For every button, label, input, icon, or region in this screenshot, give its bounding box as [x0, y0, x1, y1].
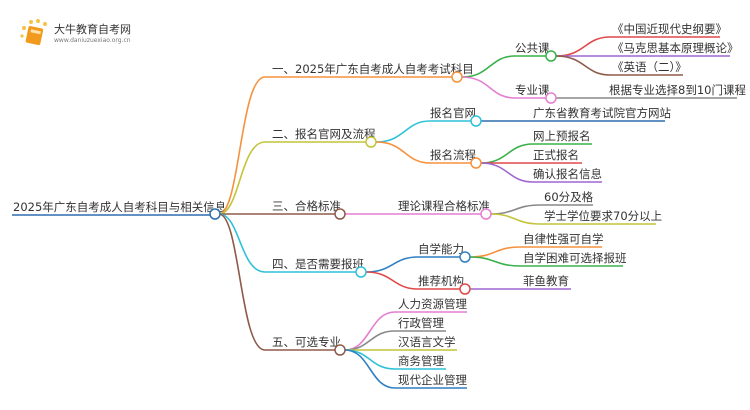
- branch-topic-5[interactable]: 五、可选专业: [272, 335, 341, 349]
- leaf-topic[interactable]: 自学困难可选择报班: [523, 251, 627, 265]
- subtopic-public-course[interactable]: 公共课: [515, 41, 550, 55]
- collapse-node[interactable]: [470, 115, 482, 127]
- connector-line: [490, 213, 656, 225]
- logo-url: www.daniuzuexiao.org.cn: [54, 37, 131, 44]
- root-collapse-node[interactable]: [209, 208, 221, 220]
- collapse-node[interactable]: [545, 50, 557, 62]
- connector-line: [344, 349, 467, 389]
- leaf-topic[interactable]: 学士学位要求70分以上: [544, 209, 662, 223]
- book-icon: [20, 19, 47, 46]
- collapse-node[interactable]: [365, 136, 377, 148]
- leaf-topic[interactable]: 广东省教育考试院官方网站: [533, 106, 671, 120]
- collapse-node[interactable]: [334, 344, 346, 356]
- subtopic-official-site[interactable]: 报名官网: [430, 106, 476, 120]
- branch-connector: [218, 76, 452, 215]
- leaf-topic[interactable]: 自律性强可自学: [523, 232, 604, 246]
- decoration: [36, 19, 40, 23]
- decoration: [30, 29, 41, 35]
- collapse-node[interactable]: [355, 266, 367, 278]
- subtopic-major-course[interactable]: 专业课: [515, 83, 550, 97]
- collapse-node[interactable]: [451, 71, 463, 83]
- leaf-topic[interactable]: 行政管理: [398, 316, 444, 330]
- connector-line: [555, 55, 683, 76]
- branch-connector: [218, 141, 366, 215]
- collapse-node[interactable]: [545, 92, 557, 104]
- leaf-topic[interactable]: 网上预报名: [533, 129, 591, 143]
- leaf-topic[interactable]: 《马克思基本原理概论》: [612, 41, 739, 55]
- leaf-topic[interactable]: 正式报名: [533, 148, 579, 162]
- branch-topic-2[interactable]: 二、报名官网及流程: [272, 127, 376, 141]
- collapse-node[interactable]: [334, 208, 346, 220]
- connector-line: [344, 311, 467, 351]
- branch-topic-4[interactable]: 四、是否需要报班: [272, 257, 364, 271]
- leaf-topic[interactable]: 菲鱼教育: [523, 274, 569, 288]
- branch-connector: [218, 213, 356, 273]
- subtopic-self-study[interactable]: 自学能力: [418, 242, 464, 256]
- logo: 大牛教育自考网 www.daniuzuexiao.org.cn: [20, 19, 131, 46]
- collapse-node[interactable]: [459, 283, 471, 295]
- leaf-topic[interactable]: 确认报名信息: [533, 167, 602, 181]
- decoration: [25, 26, 44, 46]
- logo-title: 大牛教育自考网: [54, 22, 131, 36]
- subtopic-passing-standard[interactable]: 理论课程合格标准: [398, 199, 490, 213]
- leaf-topic[interactable]: 现代企业管理: [398, 373, 467, 387]
- subtopic-registration-process[interactable]: 报名流程: [430, 148, 476, 162]
- branch-topic-3[interactable]: 三、合格标准: [272, 199, 341, 213]
- leaf-topic[interactable]: 《中国近现代史纲要》: [612, 22, 727, 36]
- leaf-topic[interactable]: 《英语（二）》: [612, 60, 687, 74]
- leaf-topic[interactable]: 根据专业选择8到10门课程: [609, 83, 746, 97]
- decoration: [22, 26, 26, 30]
- connector-line: [365, 256, 460, 273]
- branch-connector: [218, 213, 335, 351]
- leaf-topic[interactable]: 人力资源管理: [398, 297, 467, 311]
- decoration: [20, 34, 24, 38]
- leaf-topic[interactable]: 汉语言文学: [398, 335, 456, 349]
- leaf-topic[interactable]: 60分及格: [544, 190, 594, 204]
- decoration: [29, 20, 33, 24]
- connector-line: [480, 162, 602, 183]
- branch-topic-1[interactable]: 一、2025年广东自考成人自考考试科目: [272, 62, 474, 76]
- root-topic[interactable]: 2025年广东自考成人自考科目与相关信息: [13, 200, 226, 214]
- collapse-node[interactable]: [480, 208, 492, 220]
- connector-line: [461, 55, 546, 78]
- collapse-node[interactable]: [470, 157, 482, 169]
- collapse-node[interactable]: [459, 251, 471, 263]
- connector-line: [365, 271, 460, 290]
- connector-line: [375, 120, 471, 143]
- connector-line: [375, 141, 471, 164]
- connector-line: [469, 256, 623, 267]
- connector-line: [461, 76, 546, 99]
- leaf-topic[interactable]: 商务管理: [398, 354, 444, 368]
- decoration: [43, 22, 47, 26]
- subtopic-recommended-institution[interactable]: 推荐机构: [418, 274, 464, 288]
